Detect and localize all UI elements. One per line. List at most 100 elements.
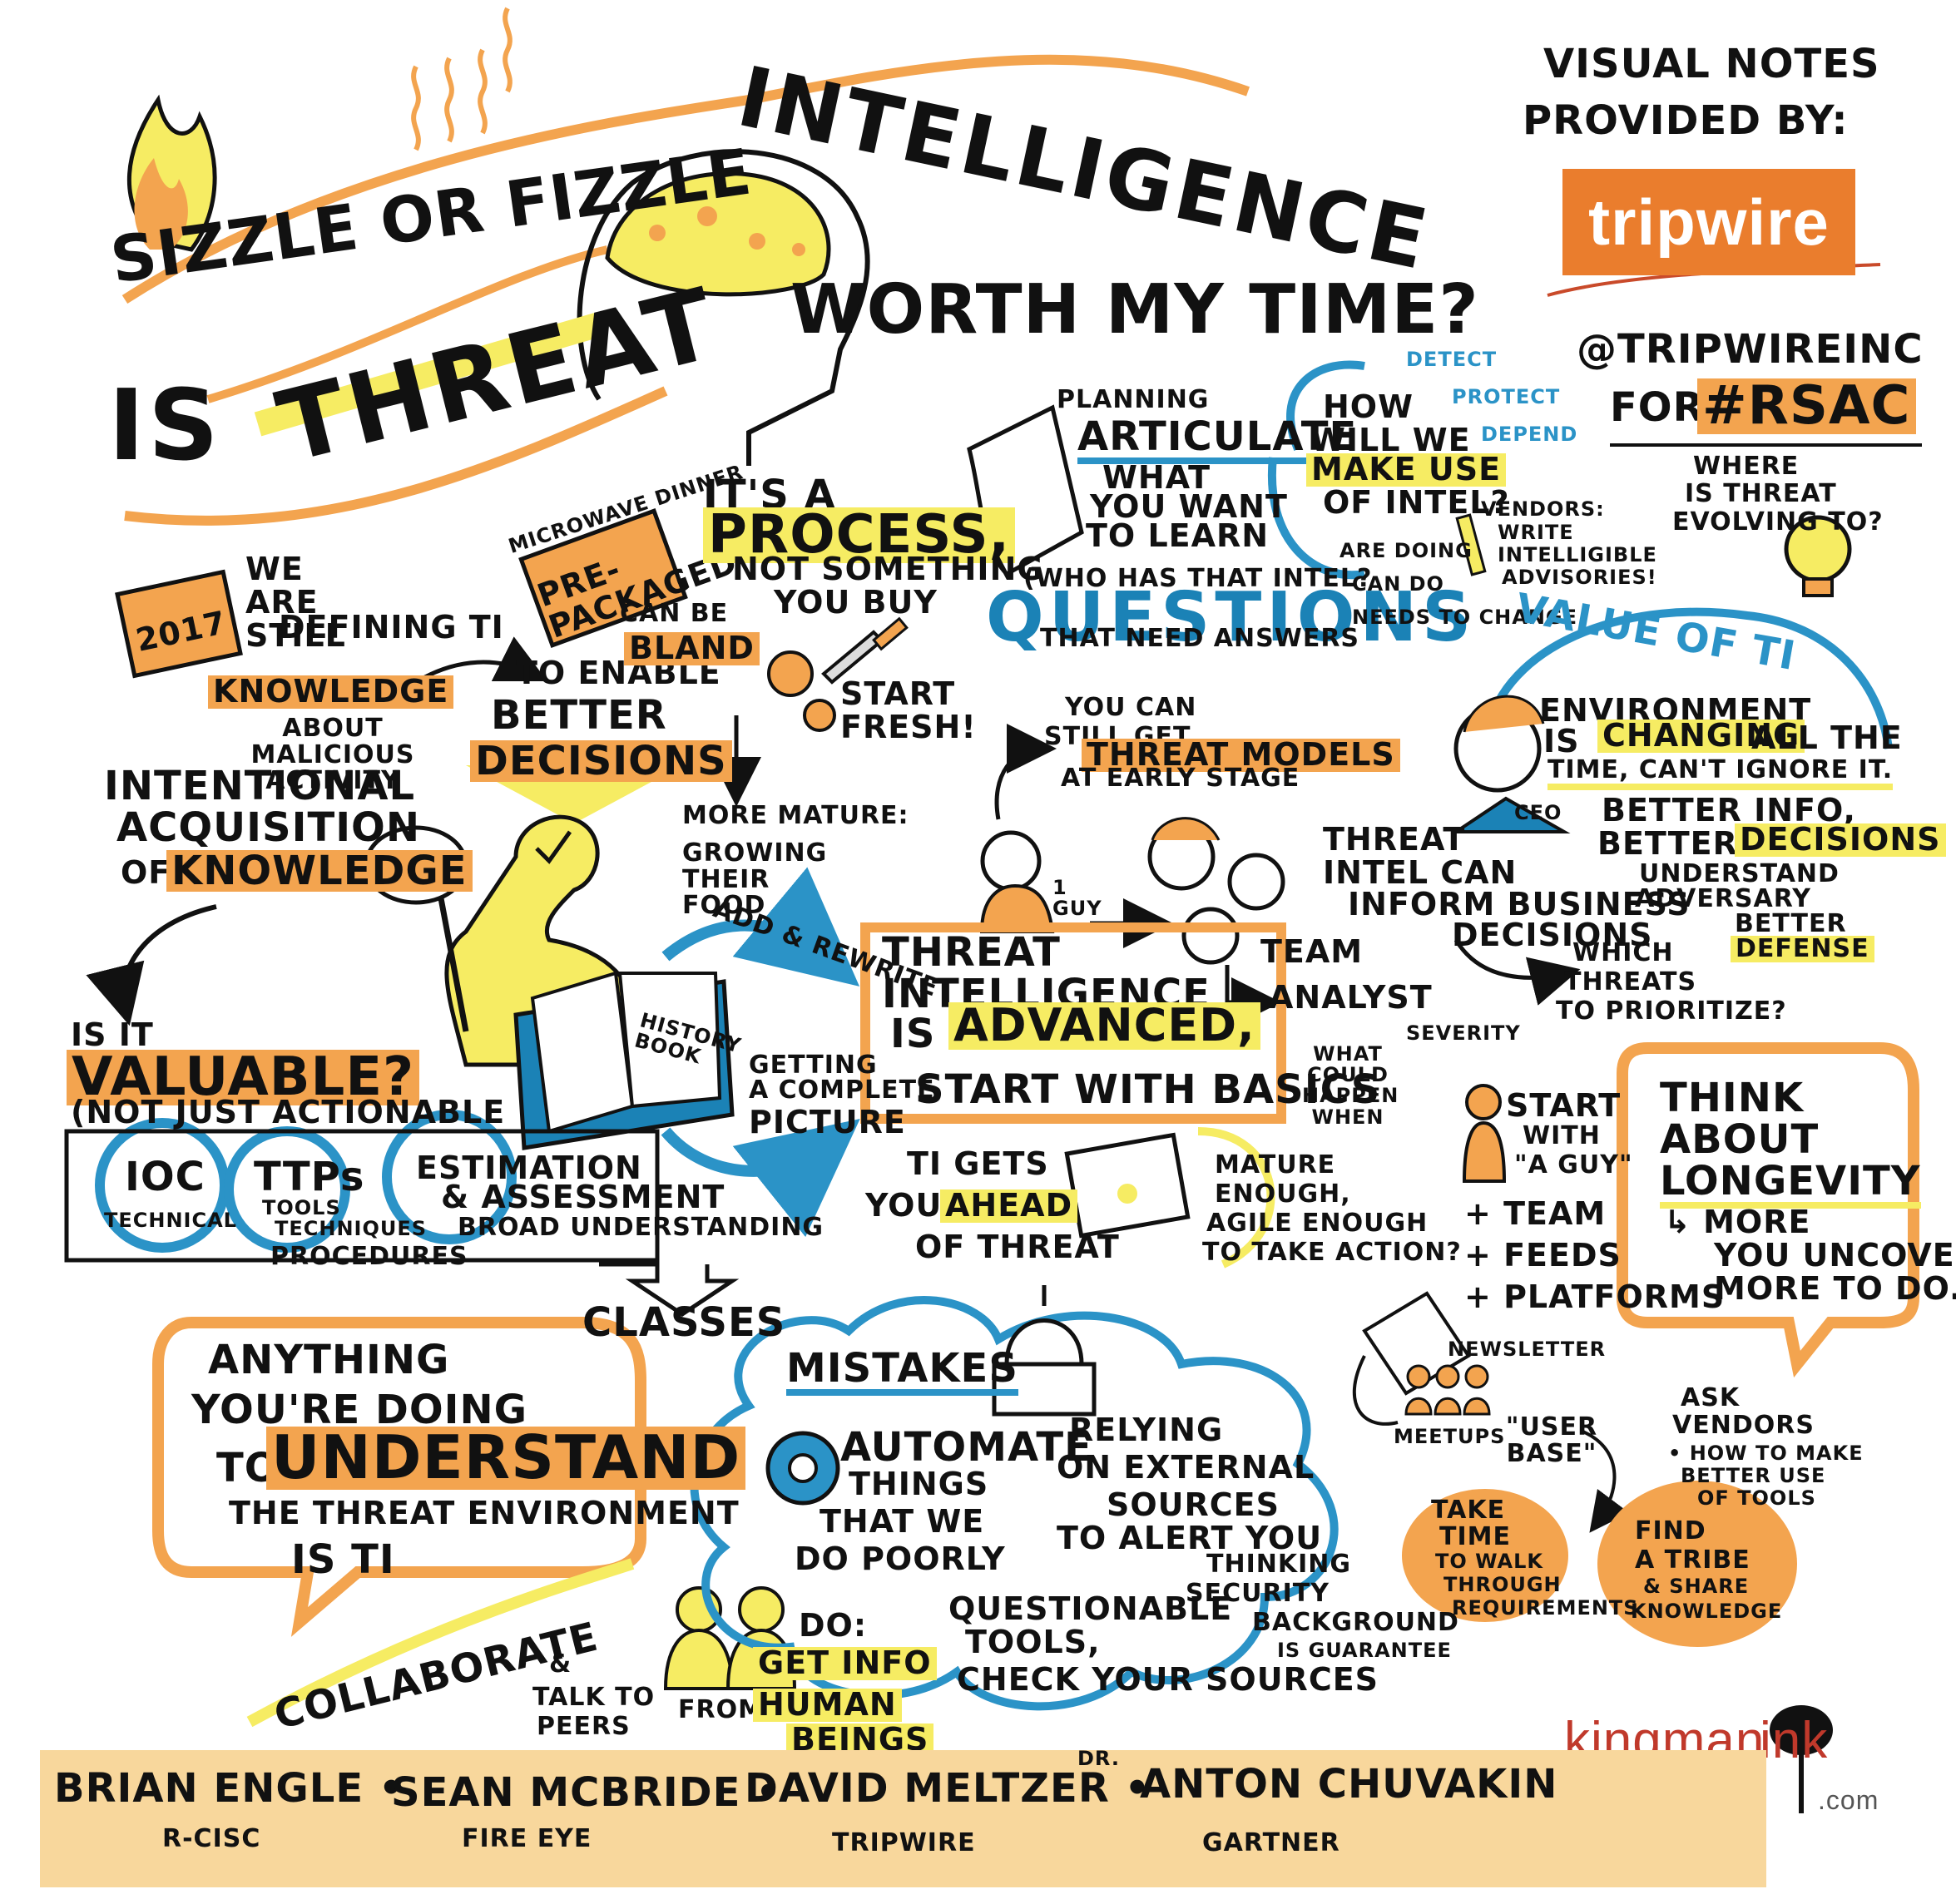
things-label: THINGS	[849, 1466, 989, 1502]
of-tools-label: OF TOOLS	[1697, 1486, 1816, 1510]
ttps-label: TTPs	[254, 1154, 365, 1200]
peers-label: PEERS	[537, 1712, 631, 1741]
what-label: WHAT	[1102, 459, 1211, 496]
better-info-label: BETTER INFO,	[1602, 792, 1856, 828]
defining-ti: DEFINING TI	[279, 609, 504, 645]
to-learn-label: TO LEARN	[1086, 517, 1270, 554]
head-brain-icon	[577, 149, 870, 466]
defense-label: DEFENSE	[1731, 936, 1874, 962]
adv-threat-label: THREAT	[882, 929, 1061, 976]
threats-label: THREATS	[1564, 967, 1697, 997]
who-has-intel: (WHO HAS THAT INTEL?	[1023, 564, 1373, 593]
more-mature: MORE MATURE:	[682, 801, 909, 830]
intentional-label: INTENTIONAL	[104, 763, 416, 809]
find-label: FIND	[1635, 1516, 1706, 1545]
security-label: SECURITY	[1186, 1579, 1330, 1608]
start-fresh: START FRESH!	[840, 675, 977, 745]
adversary-label: ADVERSARY	[1635, 884, 1811, 913]
not-something: NOT SOMETHING	[732, 551, 1044, 587]
intelligible-label: INTELLIGIBLE	[1498, 543, 1657, 566]
how-to-label: • HOW TO MAKE	[1668, 1442, 1864, 1465]
ask-label: ASK	[1681, 1383, 1741, 1412]
growing-food: GROWING THEIR FOOD	[682, 838, 828, 920]
person-icon	[1462, 1084, 1507, 1183]
share-label: & SHARE	[1643, 1575, 1750, 1598]
anything-line1: ANYTHING	[208, 1337, 450, 1383]
early-stage-label: AT EARLY STAGE	[1061, 764, 1300, 793]
lightbulb-icon	[1784, 515, 1852, 597]
one-guy-icon	[979, 830, 1055, 933]
bland-label: BLAND	[624, 631, 760, 665]
team-label: TEAM	[1260, 933, 1364, 970]
can-do: CAN DO	[1352, 572, 1444, 596]
threat-models-label: THREAT MODELS	[1082, 738, 1400, 772]
make-use-label: MAKE USE	[1306, 453, 1507, 487]
protect-label: PROTECT	[1452, 385, 1561, 408]
user-base-label: "USER BASE"	[1505, 1412, 1598, 1468]
changing-label: CHANGING	[1597, 719, 1805, 753]
check-sources-label: CHECK YOUR SOURCES	[957, 1661, 1379, 1698]
kingman-ink-splash-icon	[1770, 1705, 1833, 1813]
of-label: OF	[121, 854, 171, 891]
anything-line5: IS TI	[291, 1536, 395, 1583]
inform-business-label: INFORM BUSINESS	[1348, 886, 1691, 922]
knowledge-label: KNOWLEDGE	[208, 675, 454, 709]
history-book-icon	[513, 971, 735, 1150]
more-label: ↳ MORE	[1664, 1204, 1811, 1240]
detect-label: DETECT	[1406, 348, 1498, 371]
acquisition-label: ACQUISITION	[116, 804, 421, 851]
what-could-happen: WHAT COULD HAPPEN WHEN	[1302, 1042, 1399, 1129]
calendar-icon	[1064, 1132, 1191, 1239]
mistakes-title: MISTAKES	[786, 1348, 1018, 1397]
rsac-hashtag: #RSAC	[1697, 378, 1916, 435]
think-label: THINK	[1660, 1075, 1805, 1121]
time-label: TIME	[1439, 1522, 1511, 1551]
acq-knowledge-label: KNOWLEDGE	[166, 850, 473, 892]
about-malicious: ABOUT MALICIOUS ACTIVITY	[250, 714, 415, 795]
questionable-label: QUESTIONABLE	[948, 1590, 1233, 1627]
value-threat-label: THREAT	[1323, 821, 1466, 858]
questions-label: QUESTIONS	[986, 578, 1477, 657]
time-cant-ignore: TIME, CAN'T IGNORE IT.	[1547, 757, 1894, 790]
provided-by-label: PROVIDED BY:	[1523, 97, 1849, 144]
title-worth: WORTH MY TIME?	[790, 270, 1479, 349]
needs-to-change: NEEDS TO CHANGE	[1352, 606, 1578, 629]
assessment-label: & ASSESSMENT	[441, 1179, 725, 1215]
speaker-org: FIRE EYE	[462, 1824, 592, 1853]
with-label: WITH	[1523, 1121, 1601, 1150]
that-we-label: THAT WE	[820, 1503, 985, 1540]
anything-line4: THE THREAT ENVIRONMENT	[229, 1495, 740, 1531]
we-are-still: WE ARE STILL	[245, 551, 346, 654]
prioritize-label: TO PRIORITIZE?	[1556, 997, 1787, 1026]
one-guy-label: 1 GUY	[1052, 876, 1102, 921]
where-label: WHERE	[1693, 452, 1800, 481]
broad-understanding: BROAD UNDERSTANDING	[458, 1213, 824, 1242]
write-label: WRITE	[1498, 521, 1574, 544]
plus-team-label: + TEAM	[1464, 1195, 1607, 1232]
ask-vendors-label: VENDORS	[1672, 1411, 1815, 1440]
classes-label: CLASSES	[582, 1299, 786, 1346]
newsletter-label: NEWSLETTER	[1448, 1338, 1607, 1361]
sources-label: SOURCES	[1107, 1486, 1280, 1523]
heat-waves-icon	[411, 7, 513, 151]
for-label: FOR	[1610, 384, 1705, 431]
ahead-label: AHEAD	[940, 1189, 1078, 1223]
tripwire-logo: tripwire	[1562, 169, 1855, 275]
take-action-label: TO TAKE ACTION?	[1202, 1238, 1462, 1267]
understand-label: UNDERSTAND	[1639, 859, 1840, 888]
flame-icon	[126, 94, 217, 252]
not-just-actionable: (NOT JUST ACTIONABLE	[71, 1094, 506, 1130]
complete-label: A COMPLETE	[749, 1076, 935, 1105]
to-alert-label: TO ALERT YOU	[1057, 1520, 1323, 1556]
longevity-label: LONGEVITY	[1660, 1160, 1921, 1209]
agile-label: AGILE ENOUGH	[1206, 1209, 1429, 1238]
of-threat-label: OF THREAT	[915, 1229, 1120, 1265]
uncover-label: YOU UNCOVER,	[1714, 1237, 1956, 1273]
a-guy-label: "A GUY"	[1514, 1150, 1633, 1179]
estimation-label: ESTIMATION	[416, 1150, 642, 1186]
enough-label: ENOUGH,	[1215, 1179, 1351, 1209]
collab-and: &	[549, 1649, 572, 1679]
meetups-label: MEETUPS	[1394, 1425, 1506, 1448]
vendors-label: VENDORS:	[1481, 497, 1605, 521]
tripwire-handle: @TRIPWIREINC	[1577, 326, 1924, 373]
